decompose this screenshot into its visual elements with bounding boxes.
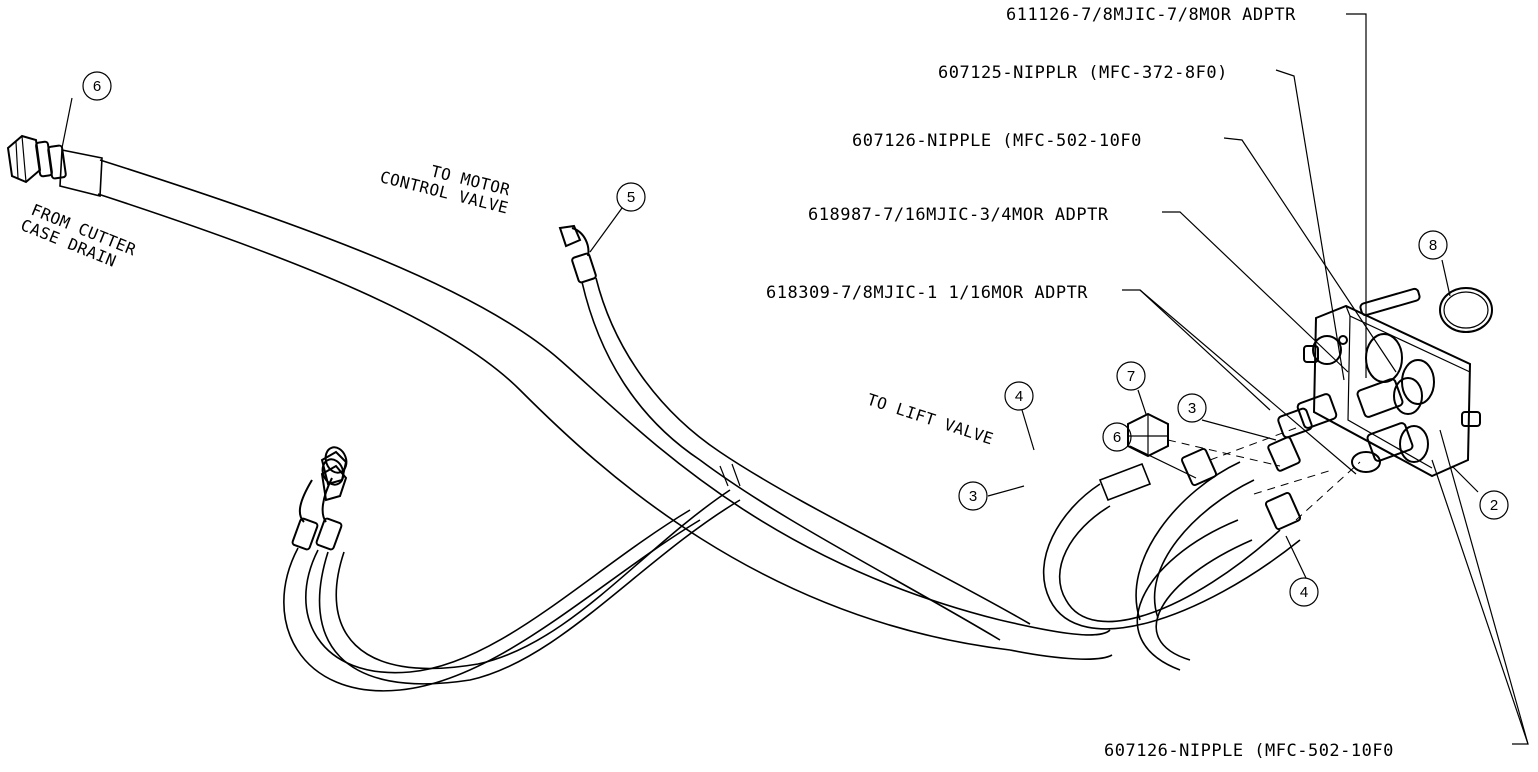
balloon-3-left: 3 bbox=[958, 481, 988, 511]
callout-adapter-618309: 618309-7/8MJIC-1 1/16MOR ADPTR bbox=[766, 283, 1088, 303]
note-to-motor: TO MOTOR CONTROL VALVE bbox=[378, 161, 512, 217]
motor-control-hose bbox=[558, 224, 1031, 641]
balloon-4-top: 4 bbox=[1004, 381, 1034, 411]
balloon-4-top-number: 4 bbox=[1015, 388, 1023, 405]
balloon-7: 7 bbox=[1116, 361, 1146, 391]
callout-nipple-607125: 607125-NIPPLR (MFC-372-8F0) bbox=[938, 63, 1228, 83]
note-to-lift-text: TO LIFT VALVE bbox=[865, 390, 996, 449]
callout-adapter-611126: 611126-7/8MJIC-7/8MOR ADPTR bbox=[1006, 5, 1296, 25]
balloon-3-mid-number: 3 bbox=[1188, 400, 1196, 417]
balloon-8-number: 8 bbox=[1429, 237, 1437, 254]
callout-adapter-618987: 618987-7/16MJIC-3/4MOR ADPTR bbox=[808, 205, 1109, 225]
balloon-6-mid: 6 bbox=[1102, 422, 1132, 452]
balloon-4-bottom: 4 bbox=[1289, 577, 1319, 607]
callout-nipple-607126-bottom: 607126-NIPPLE (MFC-502-10F0 bbox=[1104, 741, 1394, 761]
block-hoses bbox=[1042, 436, 1302, 671]
callout-nipple-607126-top: 607126-NIPPLE (MFC-502-10F0 bbox=[852, 131, 1142, 151]
balloon-7-number: 7 bbox=[1127, 368, 1135, 385]
balloon-6-left: 6 bbox=[82, 71, 112, 101]
balloon-3-mid: 3 bbox=[1177, 393, 1207, 423]
balloon-8: 8 bbox=[1418, 230, 1448, 260]
o-ring bbox=[1439, 287, 1493, 333]
balloon-6-left-number: 6 bbox=[93, 78, 101, 95]
note-from-cutter: FROM CUTTER CASE DRAIN bbox=[18, 200, 139, 271]
balloon-5-number: 5 bbox=[627, 189, 635, 206]
lift-valve-hoses bbox=[283, 446, 741, 692]
valve-block bbox=[1277, 287, 1481, 478]
cap-fitting bbox=[1127, 412, 1169, 458]
balloon-4-bottom-number: 4 bbox=[1300, 584, 1308, 601]
leader-lines bbox=[61, 13, 1529, 745]
balloon-2: 2 bbox=[1479, 490, 1509, 520]
balloon-3-left-number: 3 bbox=[969, 488, 977, 505]
balloon-2-number: 2 bbox=[1490, 497, 1498, 514]
note-to-lift: TO LIFT VALVE bbox=[865, 390, 996, 449]
case-drain-hose bbox=[6, 134, 1113, 660]
balloon-5: 5 bbox=[616, 182, 646, 212]
balloon-6-mid-number: 6 bbox=[1113, 429, 1121, 446]
